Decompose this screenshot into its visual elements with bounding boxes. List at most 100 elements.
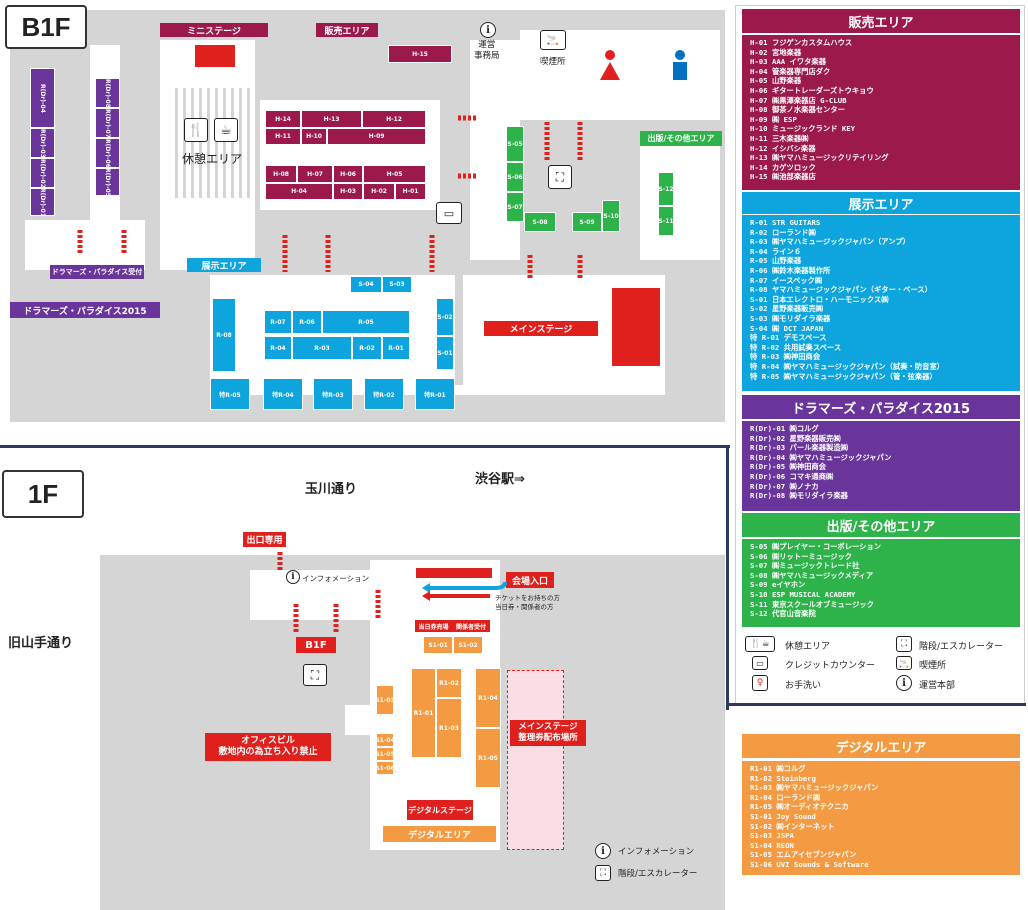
booth-s1-05: S1-05 [376, 747, 394, 761]
legend-item: R1-01 ㈱コルグ [750, 764, 806, 773]
f1-block [648, 560, 678, 680]
legend-item: R(Dr)-07 ㈱ノナカ [750, 481, 819, 491]
legend-item: R(Dr)-02 星野楽器販売㈱ [750, 433, 841, 443]
legend-item: R1-04 ローランド㈱ [750, 792, 821, 802]
booth-s06: S-06 [506, 162, 524, 192]
entrance-paths [422, 581, 507, 601]
booth-r1-01: R1-01 [411, 668, 436, 758]
f1-boundary-right [726, 445, 729, 710]
legend-item: R(Dr)-06 コマキ通商㈱ [750, 471, 834, 481]
b1-walkway [640, 140, 720, 260]
b1-inner-wall [455, 275, 463, 385]
booth-r08: R-08 [212, 298, 236, 372]
main-stage-label: メインステージ [484, 321, 598, 336]
legend-item: R-06 ㈱鈴木楽器製作所 [750, 265, 831, 275]
legend-item: R-04 ライン６ [750, 246, 802, 256]
rest-area-seating [175, 88, 250, 198]
sales-area-label: 販売エリア [316, 23, 378, 37]
rest-area-label: 休憩エリア [182, 152, 243, 166]
legend-item: R(Dr)-08 ㈱モリダイラ楽器 [750, 491, 848, 501]
booth-toku-r03: 特R-03 [313, 378, 353, 410]
legend-item: H-09 ㈱ ESP [750, 114, 797, 124]
legend-item: R-03 ㈱ヤマハミュージックジャパン（アンプ） [750, 237, 910, 247]
booth-dr06: R(Dr)-06 [95, 138, 120, 168]
sameday-ticket-label: 当日券・関係者の方 [495, 603, 554, 611]
info-icon: i [595, 843, 611, 859]
legend-item: H-01 フジゲンカスタムハウス [750, 38, 853, 47]
legend-item: S1-02 ㈱インターネット [750, 821, 835, 831]
booth-dr05: R(Dr)-05 [95, 168, 120, 196]
legend-item: R(Dr)-04 ㈱ヤマハミュージックジャパン [750, 452, 892, 462]
booth-h14: H-14 [265, 110, 301, 128]
booth-r04: R-04 [264, 336, 292, 360]
legend-item: 特 R-04 ㈱ヤマハミュージックジャパン（試奏・防音室） [750, 361, 945, 371]
booth-s1-04: S1-04 [376, 733, 394, 747]
legend-smoking: 喫煙所 [919, 661, 947, 671]
publishing-legend-title: 出版/その他エリア [742, 513, 1020, 537]
legend-item: R-08 ヤマハミュージックジャパン（ギター・ベース） [750, 285, 932, 295]
legend-item: H-12 イシバシ楽器 [750, 143, 816, 153]
drummers-legend-list: R(Dr)-01 ㈱コルグ R(Dr)-02 星野楽器販売㈱ R(Dr)-03 … [742, 421, 1020, 511]
legend-item: R1-05 ㈱オーディオテクニカ [750, 802, 849, 812]
credit-card-icon: ▭ [752, 656, 768, 670]
f1-arrows [277, 552, 381, 634]
legend-frame-bottom [726, 703, 1026, 706]
booth-h06: H-06 [333, 165, 363, 183]
booth-s1-02: S1-02 [453, 636, 483, 654]
booth-h11: H-11 [265, 128, 301, 145]
legend-toilet: お手洗い [785, 681, 822, 691]
booth-s1-01: S1-01 [423, 636, 453, 654]
legend-item: S-07 ㈱ミュージックトレード社 [750, 561, 860, 571]
f1-map: 1F 玉川通り 渋谷駅⇒ 旧山手通り 出口専用 i インフォメーション 会場入口… [0, 440, 735, 910]
booth-s02: S-02 [436, 298, 454, 336]
legend-item: H-02 宮地楽器 [750, 47, 802, 57]
legend-office: 運営本部 [919, 681, 956, 691]
booth-s10: S-10 [602, 200, 620, 232]
drummers-legend-title: ドラマーズ・パラダイス2015 [742, 395, 1020, 419]
publishing-legend-list: S-05 ㈱プレイヤー・コーポレーション S-06 ㈱リットーミュージック S-… [742, 539, 1020, 627]
legend-item: 特 R-05 ㈱ヤマハミュージックジャパン（管・弦楽器） [750, 371, 937, 381]
legend-item: S-06 ㈱リットーミュージック [750, 551, 853, 561]
credit-card-icon: ▭ [436, 202, 462, 224]
booth-h05: H-05 [363, 165, 426, 183]
shibuya-station: 渋谷駅⇒ [475, 472, 525, 487]
sales-legend-list: H-01 フジゲンカスタムハウス H-02 宮地楽器 H-03 AAA イワタ楽… [742, 35, 1020, 190]
booth-r01: R-01 [382, 336, 410, 360]
toilet-male-icon [670, 50, 690, 90]
legend-item: R(Dr)-01 ㈱コルグ [750, 424, 819, 433]
legend-item: S-09 eイヤホン [750, 580, 806, 590]
info-icon: i [480, 22, 496, 38]
booth-s1-03: S1-03 [376, 685, 394, 715]
info-icon: i [896, 675, 912, 691]
booth-r03: R-03 [292, 336, 352, 360]
booth-r02: R-02 [352, 336, 382, 360]
booth-s04: S-04 [350, 276, 382, 293]
mini-stage [195, 45, 235, 67]
booth-h08: H-08 [265, 165, 297, 183]
legend-item: H-07 ㈱黒澤楽器店 G-CLUB [750, 95, 847, 105]
legend-item: R1-03 ㈱ヤマハミュージックジャパン [750, 783, 879, 793]
info-icon: i [286, 570, 300, 584]
booth-r1-04: R1-04 [475, 668, 501, 728]
legend-item: H-04 管楽器専門店ダク [750, 66, 831, 76]
legend-item: S-08 ㈱ヤマハミュージックメディア [750, 570, 874, 580]
digital-area-label: デジタルエリア [383, 826, 496, 842]
digital-legend-list: R1-01 ㈱コルグ R1-02 Steinberg R1-03 ㈱ヤマハミュー… [742, 761, 1020, 875]
b1-arrows [77, 115, 583, 280]
legend-item: S-03 ㈱モリダイラ楽器 [750, 313, 831, 323]
f1-hall [345, 705, 375, 735]
drummers-area-label: ドラマーズ・パラダイス2015 [10, 302, 160, 318]
legend-item: R-02 ローランド㈱ [750, 227, 816, 237]
booth-s08: S-08 [524, 212, 556, 232]
entrance-label: 会場入口 [506, 572, 554, 588]
booth-h15: H-15 [388, 45, 452, 63]
f1-block [620, 650, 642, 675]
booth-dr07: R(Dr)-07 [95, 108, 120, 138]
stairs-icon: ⛶ [595, 865, 611, 881]
legend-item: R-01 STR GUITARS [750, 218, 821, 227]
legend-item: S1-05 エムアイセブンジャパン [750, 850, 857, 860]
booth-h10: H-10 [301, 128, 327, 145]
booth-h04: H-04 [265, 183, 333, 200]
booth-toku-r05: 特R-05 [210, 378, 250, 410]
booth-s01: S-01 [436, 336, 454, 370]
